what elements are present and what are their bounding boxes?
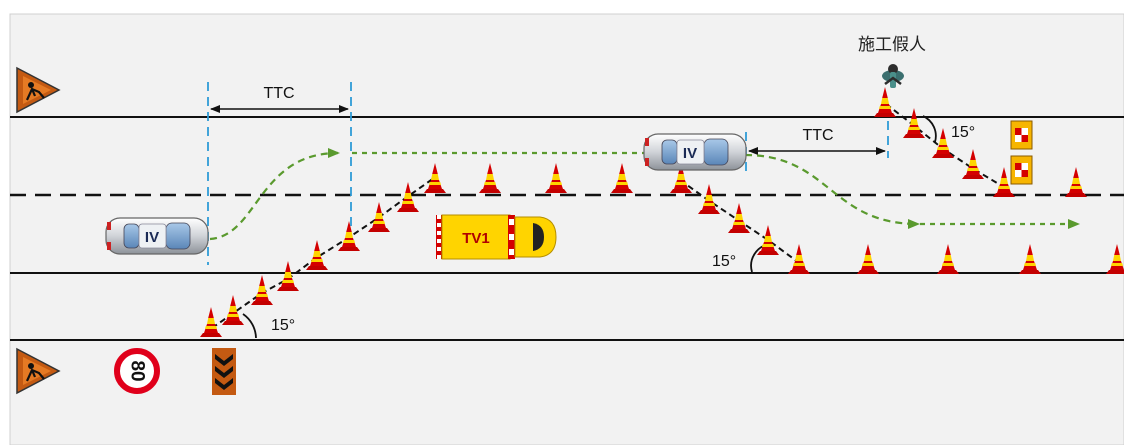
traffic-cone-icon [1065,167,1087,197]
ego-path-left [209,148,340,241]
traffic-cone-icon [479,163,501,193]
construction-worker-warning-icon [16,347,61,395]
worker-caption: 施工假人 [858,35,926,54]
traffic-cone-icon [932,128,954,158]
ego-vehicle-left: IV [105,217,209,255]
construction-dummy-icon [882,64,904,88]
traffic-cone-icon [424,163,446,193]
traffic-cone-icon [397,182,419,212]
traffic-cone-icon [222,295,244,325]
warning-barrier-icon [1010,120,1033,150]
speed-limit-icon: 80 [114,348,160,394]
traffic-cone-icon [903,108,925,138]
ego-path-right [744,153,920,229]
traffic-cone-icon [1019,244,1041,274]
ego-vehicle-label: IV [145,229,159,246]
traffic-cone-icon [200,307,222,337]
ego-vehicle-right: IV [643,133,747,171]
angle-arc-top [922,115,937,143]
traffic-cone-icon [338,221,360,251]
angle-label-top: 15° [951,124,975,141]
ttc-label-left: TTC [263,85,294,102]
traffic-cone-icon [874,87,896,117]
target-vehicle: TV1 [436,214,557,260]
traffic-cone-icon [368,202,390,232]
traffic-cone-icon [757,225,779,255]
traffic-cone-icon [857,244,879,274]
traffic-cone-icon [962,149,984,179]
traffic-cone-icon [788,244,810,274]
angle-label-bottom: 15° [271,317,295,334]
traffic-cone-icon [937,244,959,274]
ego-vehicle-label: IV [683,145,697,162]
traffic-cone-icon [1106,244,1124,274]
traffic-cone-icon [545,163,567,193]
construction-worker-warning-icon [16,66,61,114]
traffic-cone-icon [698,184,720,214]
target-vehicle-label: TV1 [462,230,490,247]
angle-label-middle: 15° [712,253,736,270]
speed-limit-value: 80 [127,360,148,381]
ttc-label-right: TTC [802,127,833,144]
traffic-cone-icon [306,240,328,270]
traffic-cone-icon [251,275,273,305]
traffic-cone-icon [993,167,1015,197]
traffic-cones [200,87,1124,337]
traffic-cone-icon [611,163,633,193]
traffic-cone-icon [728,203,750,233]
warning-barrier-icon [1010,155,1033,185]
angle-arc-bottom [242,313,257,339]
traffic-cone-icon [277,261,299,291]
chevron-down-icon [212,348,236,395]
